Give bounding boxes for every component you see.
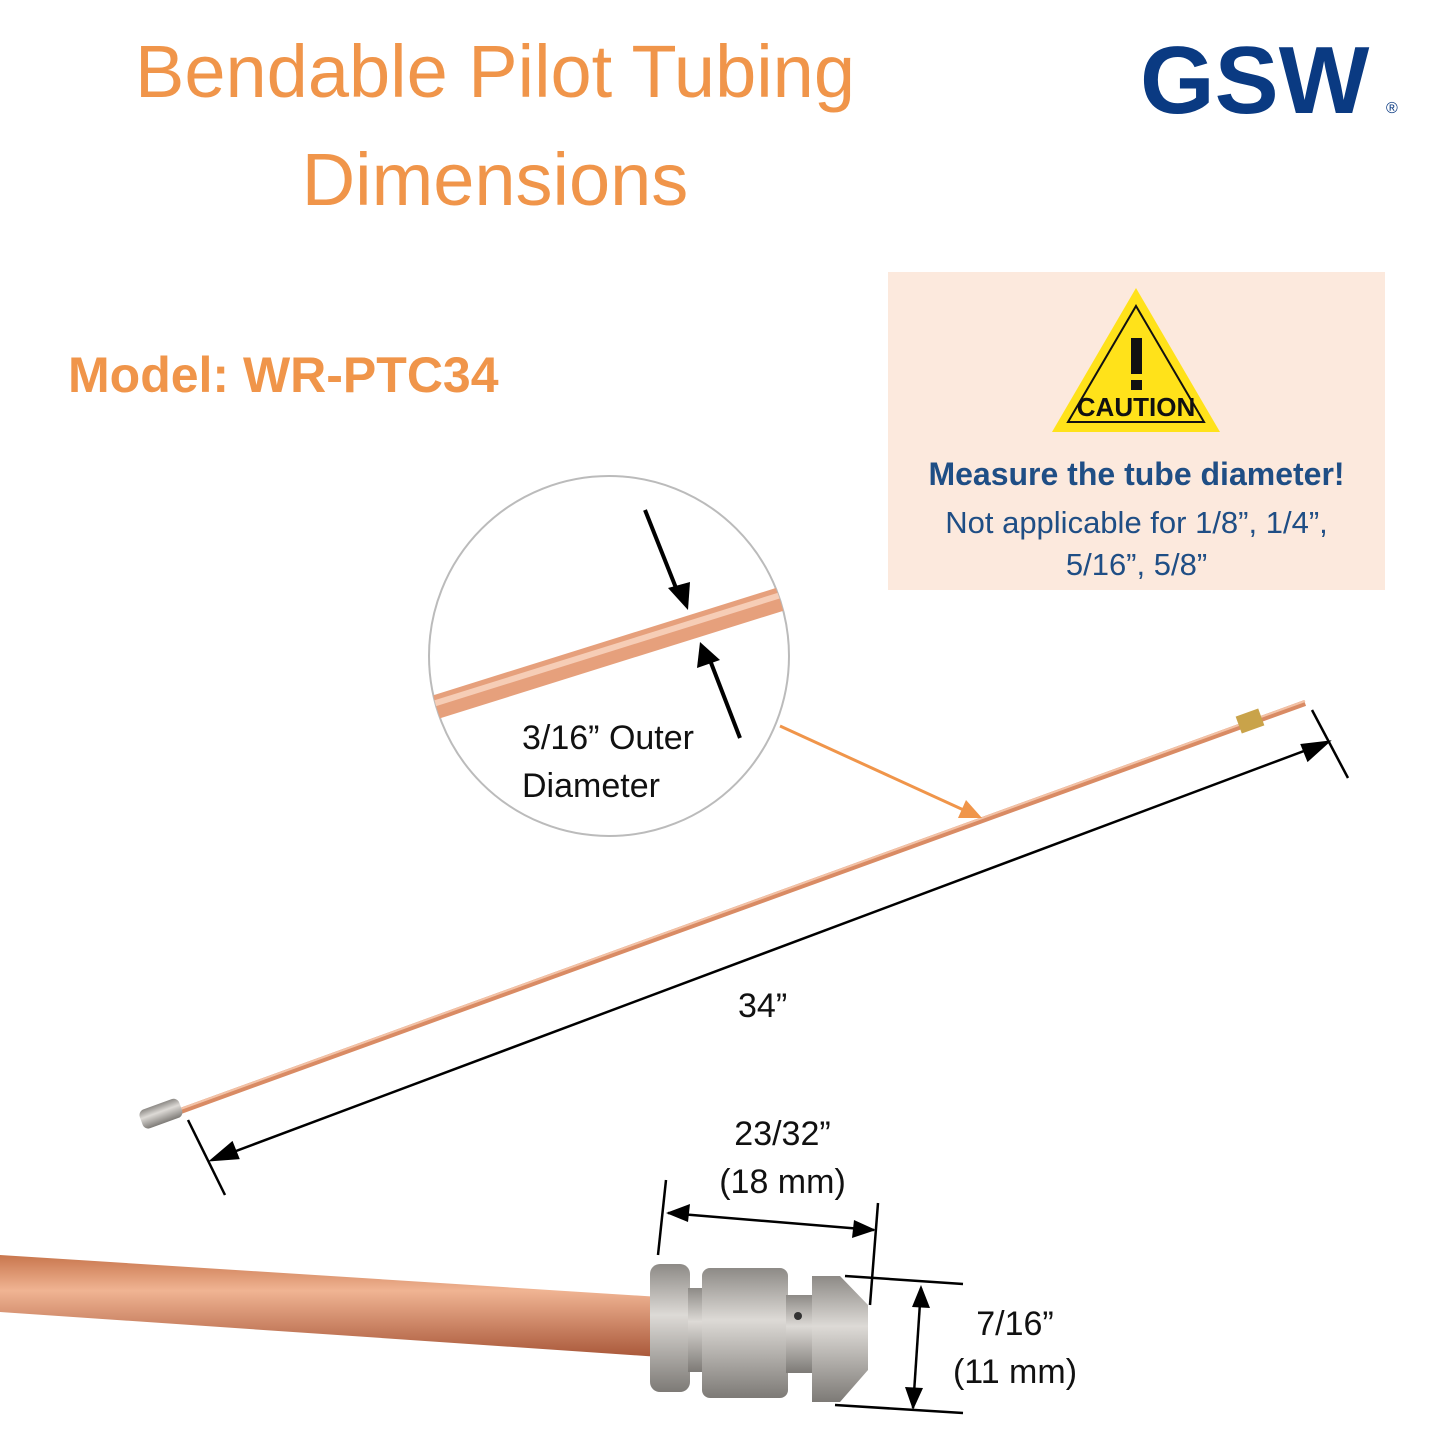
fitting-diameter-inches: 7/16”	[976, 1305, 1054, 1343]
caution-box: CAUTION Measure the tube diameter! Not a…	[888, 272, 1385, 590]
page-title-line1: Bendable Pilot Tubing	[135, 30, 855, 113]
fitting-diameter-label: 7/16” (11 mm)	[940, 1300, 1090, 1396]
fitting-length-inches: 23/32”	[734, 1115, 831, 1153]
fitting-diameter-mm: (11 mm)	[952, 1353, 1078, 1391]
outer-diameter-line1: 3/16” Outer	[522, 719, 694, 757]
model-number: Model: WR-PTC34	[68, 347, 499, 403]
outer-diameter-line2: Diameter	[522, 767, 660, 805]
fitting-length-mm: (18 mm)	[719, 1163, 846, 1201]
length-dimension	[186, 709, 1350, 1196]
caution-sign-icon: CAUTION	[1052, 288, 1220, 432]
registered-mark: ®	[1386, 100, 1398, 117]
caution-note-line2: 5/16”, 5/8”	[1065, 547, 1208, 582]
fitting-closeup	[0, 1179, 964, 1415]
copper-tube	[139, 700, 1307, 1129]
outer-diameter-label: 3/16” Outer Diameter	[522, 714, 694, 810]
gsw-logo: GSW	[1140, 27, 1370, 134]
fitting-length-label: 23/32” (18 mm)	[700, 1110, 865, 1206]
diameter-callout	[428, 475, 982, 837]
caution-note: Not applicable for 1/8”, 1/4”, 5/16”, 5/…	[888, 502, 1385, 586]
caution-sign-text: CAUTION	[1077, 392, 1195, 422]
length-label: 34”	[738, 987, 788, 1025]
caution-note-line1: Not applicable for 1/8”, 1/4”,	[945, 505, 1328, 540]
page-title-line2: Dimensions	[301, 138, 689, 221]
caution-heading: Measure the tube diameter!	[928, 456, 1345, 492]
